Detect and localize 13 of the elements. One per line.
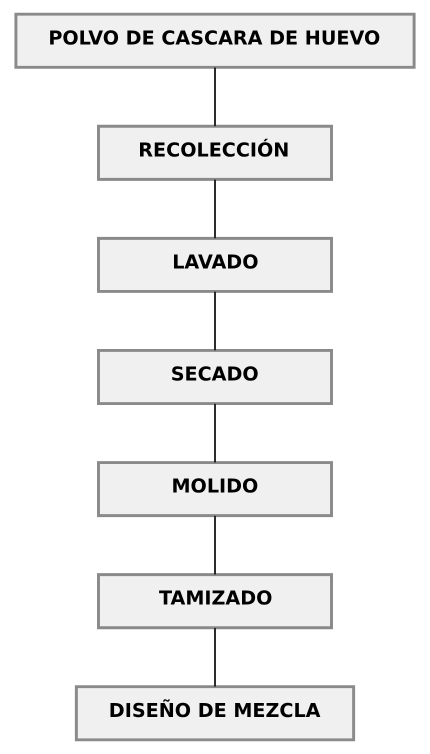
- connector: [214, 68, 216, 126]
- connector: [214, 516, 216, 575]
- connector: [214, 628, 216, 687]
- connector: [214, 404, 216, 462]
- node-box: LAVADO: [97, 236, 333, 293]
- node-box: MOLIDO: [97, 461, 333, 518]
- node-box: RECOLECCIÓN: [97, 124, 333, 181]
- node-box: SECADO: [97, 348, 333, 406]
- node-box: POLVO DE CASCARA DE HUEVO: [14, 12, 416, 69]
- node-box: DISEÑO DE MEZCLA: [74, 685, 356, 742]
- connector: [214, 292, 216, 350]
- node-box: TAMIZADO: [97, 573, 333, 630]
- connector: [214, 180, 216, 238]
